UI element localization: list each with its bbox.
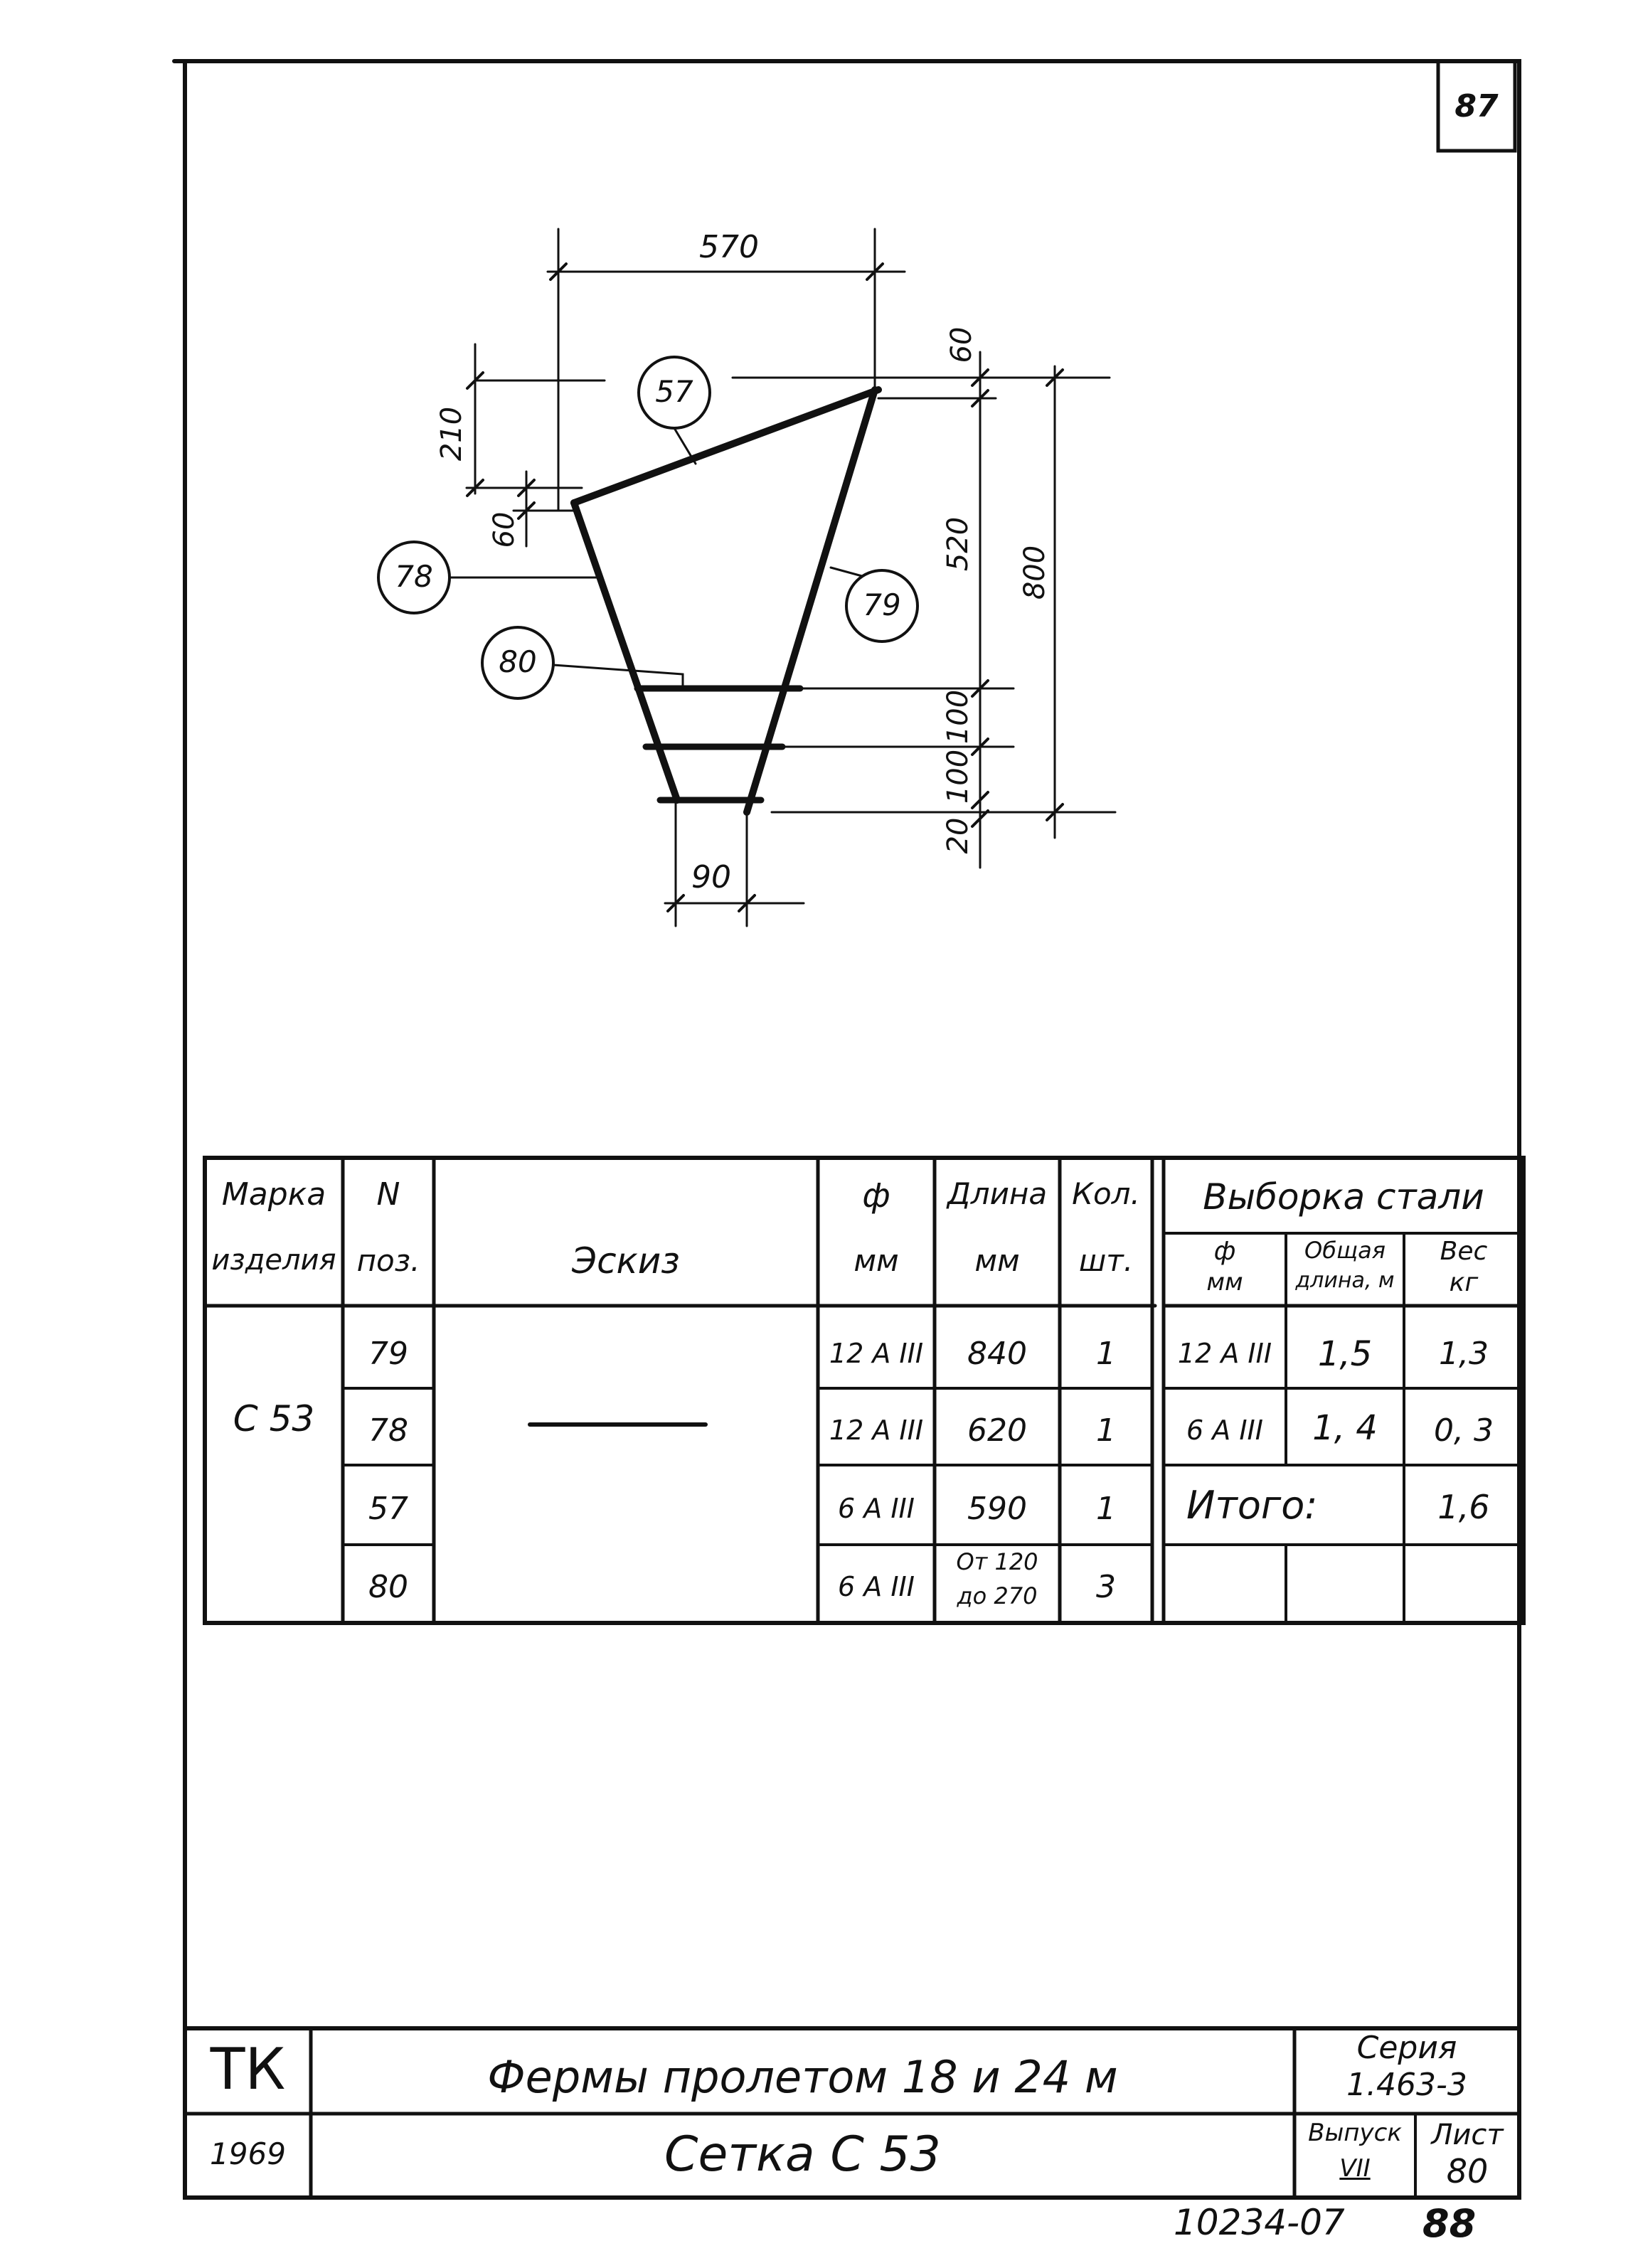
row-length: 620 — [967, 1412, 1027, 1449]
row-diam: 12 А III — [829, 1338, 924, 1369]
row-qty: 1 — [1096, 1491, 1116, 1527]
header-steel-diam-sub: мм — [1206, 1268, 1243, 1297]
bar-79 — [743, 386, 878, 816]
corner-number-box — [1436, 59, 1517, 153]
header-steel-weight: Вес — [1440, 1237, 1488, 1266]
dim-100-upper: 100 — [942, 690, 974, 744]
row-pos: 79 — [368, 1336, 408, 1372]
bar-78 — [570, 499, 681, 804]
sheet-label: Лист — [1431, 2119, 1504, 2151]
row-qty: 1 — [1096, 1336, 1116, 1372]
steel-weight: 0, 3 — [1434, 1412, 1494, 1449]
doc-number: 10234-07 — [1174, 2202, 1345, 2243]
total-label: Итого: — [1186, 1483, 1318, 1528]
callout-79-label: 79 — [863, 587, 901, 622]
issue-label: Выпуск — [1308, 2119, 1402, 2147]
header-steel-weight-sub: кг — [1449, 1268, 1479, 1297]
steel-weight: 1,3 — [1439, 1336, 1489, 1372]
header-steel-length: Общая — [1304, 1237, 1386, 1264]
header-pos: N — [376, 1176, 400, 1213]
callout-78-label: 78 — [395, 559, 433, 594]
tk-label: ТК — [210, 2036, 286, 2102]
dim-90: 90 — [691, 859, 731, 895]
header-steel-diam: ф — [1213, 1237, 1236, 1266]
series-label: Серия — [1356, 2030, 1457, 2066]
subtitle: Сетка С 53 — [664, 2126, 941, 2183]
spec-table-border — [203, 1156, 1526, 1625]
header-diam-sub: мм — [853, 1243, 899, 1278]
row-pos: 57 — [368, 1491, 408, 1527]
steel-diam: 12 А III — [1177, 1338, 1272, 1369]
steel-diam: 6 А III — [1186, 1415, 1263, 1446]
header-qty-sub: шт. — [1078, 1243, 1134, 1278]
row-diam: 12 А III — [829, 1415, 924, 1446]
dim-210: 210 — [435, 407, 468, 461]
header-diam: ф — [862, 1176, 890, 1215]
dim-60-right: 60 — [945, 327, 978, 363]
dim-20: 20 — [942, 818, 974, 854]
row-pos: 80 — [368, 1569, 408, 1605]
corner-number: 87 — [1454, 88, 1499, 124]
sheet-frame — [172, 59, 1521, 2200]
header-steel: Выборка стали — [1203, 1176, 1484, 1218]
steel-total-length: 1, 4 — [1312, 1408, 1378, 1448]
dim-520: 520 — [942, 517, 974, 571]
total-weight: 1,6 — [1437, 1488, 1490, 1526]
row-qty: 3 — [1096, 1569, 1116, 1605]
issue-value: VII — [1339, 2154, 1371, 2183]
header-pos-sub: поз. — [356, 1243, 420, 1278]
header-qty: Кол. — [1072, 1176, 1140, 1211]
mark-value: С 53 — [233, 1398, 315, 1439]
header-length-sub: мм — [974, 1243, 1020, 1278]
row-diam: 6 А III — [838, 1493, 915, 1524]
dim-570: 570 — [699, 229, 759, 265]
dim-800: 800 — [1019, 545, 1051, 600]
row-length: 590 — [967, 1491, 1027, 1527]
header-mark-sub: изделия — [211, 1244, 336, 1277]
callout-80-label: 80 — [499, 644, 537, 679]
row-qty: 1 — [1096, 1412, 1116, 1449]
dim-100-lower: 100 — [942, 750, 974, 804]
row-diam: 6 А III — [838, 1571, 915, 1602]
year: 1969 — [210, 2136, 286, 2171]
row-pos: 78 — [368, 1412, 408, 1449]
header-length: Длина — [947, 1176, 1048, 1211]
dim-60-left: 60 — [488, 512, 521, 548]
row-length: 840 — [967, 1336, 1027, 1372]
header-steel-length-sub: длина, м — [1295, 1268, 1395, 1293]
callout-79-circle — [845, 569, 919, 643]
page-number: 88 — [1422, 2201, 1477, 2246]
row-length-to: до 270 — [957, 1582, 1038, 1609]
title: Фермы пролетом 18 и 24 м — [487, 2051, 1118, 2103]
callout-80-circle — [481, 626, 555, 700]
callout-57-label: 57 — [655, 374, 693, 409]
row-length-from: От 120 — [956, 1548, 1038, 1575]
steel-total-length: 1,5 — [1317, 1334, 1373, 1374]
header-mark: Марка — [221, 1176, 326, 1213]
series-value: 1.463-3 — [1346, 2067, 1467, 2103]
bar-57 — [570, 386, 882, 506]
header-sketch: Эскиз — [572, 1240, 680, 1282]
sheet-value: 80 — [1446, 2152, 1489, 2190]
